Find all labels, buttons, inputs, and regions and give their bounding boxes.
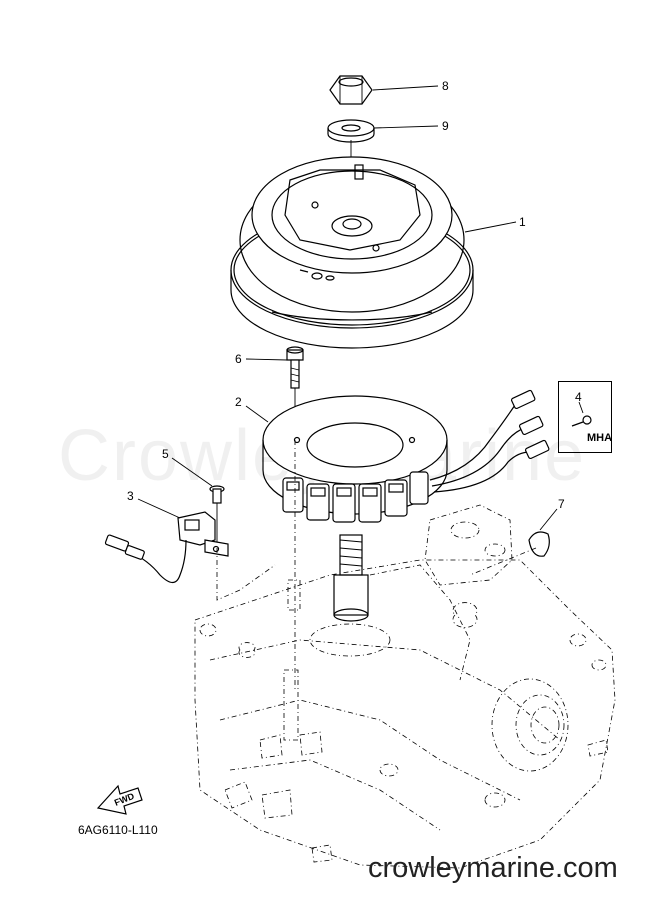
part-bolt[interactable] [286, 346, 304, 389]
leader-lines [137, 85, 584, 531]
variant-box [558, 381, 612, 453]
alignment-line-pulser [216, 548, 276, 601]
part-woodruff-key[interactable] [528, 531, 550, 557]
callout-4: 4 [575, 390, 582, 404]
callout-8: 8 [442, 79, 449, 93]
diagram-code: 6AG6110-L110 [78, 823, 158, 837]
alignment-line-key [469, 547, 537, 576]
callout-6: 6 [235, 352, 242, 366]
callout-7: 7 [558, 497, 565, 511]
forward-direction-arrow: FWD [96, 784, 143, 815]
footer-url[interactable]: crowleymarine.com [368, 852, 618, 884]
part-pulser-coil[interactable] [104, 511, 229, 584]
part-screw[interactable] [571, 415, 592, 427]
callout-2: 2 [235, 395, 242, 409]
callout-1: 1 [519, 215, 526, 229]
part-washer[interactable] [327, 119, 375, 143]
callout-3: 3 [127, 489, 134, 503]
engine-block-outline [194, 504, 616, 869]
part-flywheel-magneto[interactable] [230, 156, 474, 349]
part-nut[interactable] [329, 75, 373, 105]
part-stator-assembly[interactable] [262, 389, 550, 523]
callout-9: 9 [442, 119, 449, 133]
part-small-screw[interactable] [209, 485, 225, 504]
callout-5: 5 [162, 447, 169, 461]
variant-label: MHA [587, 432, 613, 444]
